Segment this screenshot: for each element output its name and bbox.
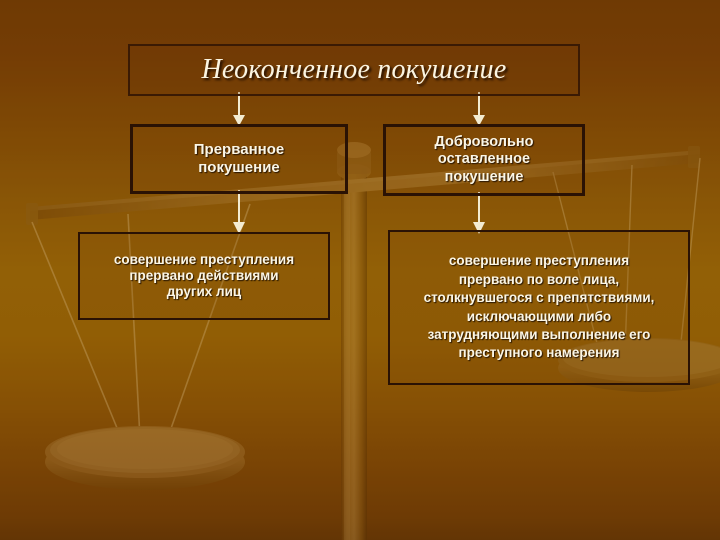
node-interrupted-attempt-description-label: совершение преступления прервано действи… bbox=[113, 252, 295, 299]
node-voluntary-abandoned-attempt: Добровольно оставленное покушение bbox=[383, 124, 585, 196]
node-interrupted-attempt-label: Прерванное покушение bbox=[193, 141, 285, 176]
node-voluntary-abandoned-description: совершение преступления прервано по воле… bbox=[388, 230, 690, 385]
connector-interrupted-to-desc bbox=[233, 190, 245, 234]
node-voluntary-abandoned-description-label: совершение преступления прервано по воле… bbox=[423, 253, 655, 361]
connector-title-to-voluntary bbox=[473, 92, 485, 126]
node-voluntary-abandoned-attempt-label: Добровольно оставленное покушение bbox=[434, 134, 534, 185]
node-interrupted-attempt: Прерванное покушение bbox=[130, 124, 348, 194]
node-interrupted-attempt-description: совершение преступления прервано действи… bbox=[78, 232, 330, 320]
page-title: Неоконченное покушение bbox=[201, 54, 507, 86]
slide-title-box: Неоконченное покушение bbox=[128, 44, 580, 96]
connector-title-to-interrupted bbox=[233, 92, 245, 126]
